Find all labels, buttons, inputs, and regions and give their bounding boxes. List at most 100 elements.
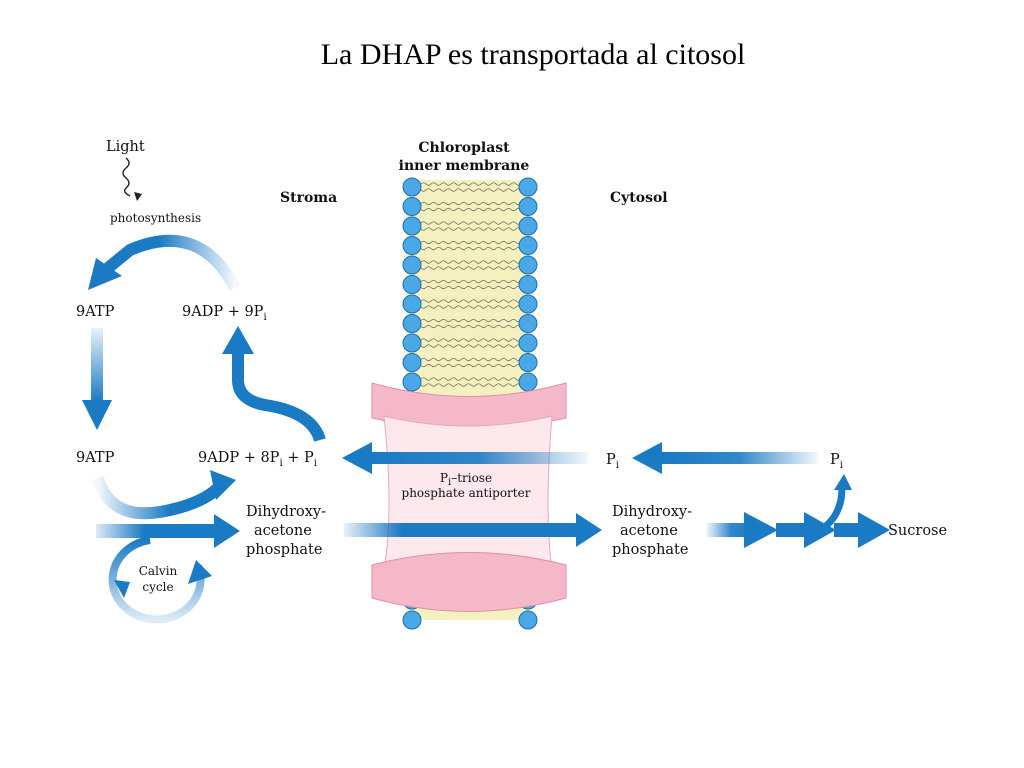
lipid-head (402, 216, 422, 236)
dhap-cytosol-line3: phosphate (612, 542, 688, 558)
lipid-tail (420, 240, 522, 245)
dhap-stroma-line1: Dihydroxy- (246, 504, 326, 520)
lipid-tail (420, 188, 522, 192)
lipid-head (518, 294, 538, 314)
membrane-title-line1: Chloroplast (418, 140, 510, 156)
lipid-tail (420, 246, 522, 251)
lipid-head (518, 197, 538, 216)
lipid-head (402, 177, 422, 197)
pi-cytosol-arrowhead (632, 442, 662, 474)
pi-up-arrowhead (222, 326, 254, 354)
lipid-tail (420, 363, 522, 368)
lipid-tail (420, 377, 522, 381)
lipid-head (518, 372, 538, 392)
pi-right-label: Pi (830, 452, 843, 471)
sucrose-arrow-shaft-1 (706, 523, 756, 537)
sucrose-arrowhead-3 (858, 512, 890, 548)
calvin-cycle-arrow (108, 536, 205, 624)
photosynthesis-arc-arrow (104, 234, 241, 291)
cytosol-label: Cytosol (610, 190, 668, 206)
pi-cytosol-arrow-shaft (660, 452, 818, 464)
lipid-head (402, 236, 422, 255)
dhap-stroma-line2: acetone (254, 523, 312, 539)
atp-bottom-label: 9ATP (76, 450, 115, 466)
stroma-label: Stroma (280, 190, 337, 206)
lipid-tail (420, 201, 522, 206)
lipid-head (402, 353, 422, 372)
pi-middle-label: Pi (606, 452, 619, 471)
lipid-tail (420, 299, 522, 303)
calvin-cycle-label-line2: cycle (142, 580, 173, 594)
calvin-cycle-label-line1: Calvin (139, 564, 178, 578)
pi-release-arrow (823, 487, 846, 529)
light-arrowhead-icon (134, 192, 142, 201)
lipid-head (518, 610, 538, 630)
lipid-head (402, 314, 422, 333)
lipid-head (518, 236, 538, 255)
atp-consumption-arc-arrow (92, 476, 223, 520)
lipid-tail (420, 318, 522, 323)
antiporter-bottom-lobe (371, 552, 567, 612)
lipid-tail (420, 227, 522, 231)
pi-import-arrow-shaft (370, 452, 588, 464)
lipid-head (518, 177, 538, 197)
atp-consumption-arrowhead (210, 470, 236, 500)
stroma-dhap-arrowhead (214, 514, 240, 548)
pi-up-arrow (232, 352, 326, 443)
lipid-head (518, 255, 538, 275)
light-label: Light (106, 139, 145, 155)
dhap-cytosol-line2: acetone (620, 523, 678, 539)
lipid-tail (420, 207, 522, 212)
dhap-export-arrowhead (576, 513, 602, 547)
atp-down-arrowhead (82, 400, 112, 430)
slide-title: La DHAP es transportada al citosol (320, 38, 746, 71)
lipid-tail (420, 357, 522, 362)
photosynthesis-arrowhead (88, 258, 122, 290)
lipid-tail (420, 182, 522, 186)
lipid-head (518, 333, 538, 353)
lipid-head (518, 275, 538, 294)
dhap-export-arrow-shaft (344, 523, 578, 537)
lipid-tail (420, 266, 522, 270)
sucrose-arrow-shaft-3 (834, 523, 864, 537)
lipid-tail (420, 338, 522, 342)
lipid-tail (420, 383, 522, 387)
lipid-tail (420, 344, 522, 348)
lipid-tail (420, 305, 522, 309)
lipid-head (402, 372, 422, 392)
adp-top-label: 9ADP + 9Pi (182, 304, 267, 323)
antiporter-label-line1: Pi–triose (440, 471, 492, 488)
lipid-head (402, 294, 422, 314)
atp-down-arrow-shaft (91, 328, 103, 402)
lipid-head (402, 197, 422, 216)
light-squiggle (122, 157, 131, 197)
pi-import-arrowhead (342, 442, 372, 474)
lipid-head (402, 610, 422, 630)
dhap-stroma-line3: phosphate (246, 542, 322, 558)
atp-top-label: 9ATP (76, 304, 115, 320)
membrane-title-line2: inner membrane (399, 158, 530, 174)
pi-release-arrowhead (834, 474, 852, 490)
lipid-head (518, 216, 538, 236)
sucrose-label: Sucrose (888, 523, 947, 539)
calvin-cycle-arrowhead-1 (188, 560, 212, 584)
lipid-head (402, 255, 422, 275)
lipid-head (402, 333, 422, 353)
lipid-head (402, 275, 422, 294)
adp-bottom-label: 9ADP + 8Pi + Pi (198, 450, 317, 469)
lipid-tail (420, 260, 522, 264)
lipid-tail (420, 221, 522, 225)
stroma-dhap-arrow-shaft (96, 524, 216, 538)
dhap-cytosol-line1: Dihydroxy- (612, 504, 692, 520)
lipid-tails (420, 182, 522, 387)
lipid-head (518, 314, 538, 333)
lipid-tail (420, 285, 522, 290)
photosynthesis-label: photosynthesis (110, 211, 201, 225)
sucrose-arrowhead-1 (744, 512, 778, 548)
calvin-cycle-arrowhead-2 (114, 580, 130, 598)
lipid-tail (420, 279, 522, 284)
sucrose-arrowhead-2 (804, 512, 836, 548)
lipid-tail (420, 324, 522, 329)
